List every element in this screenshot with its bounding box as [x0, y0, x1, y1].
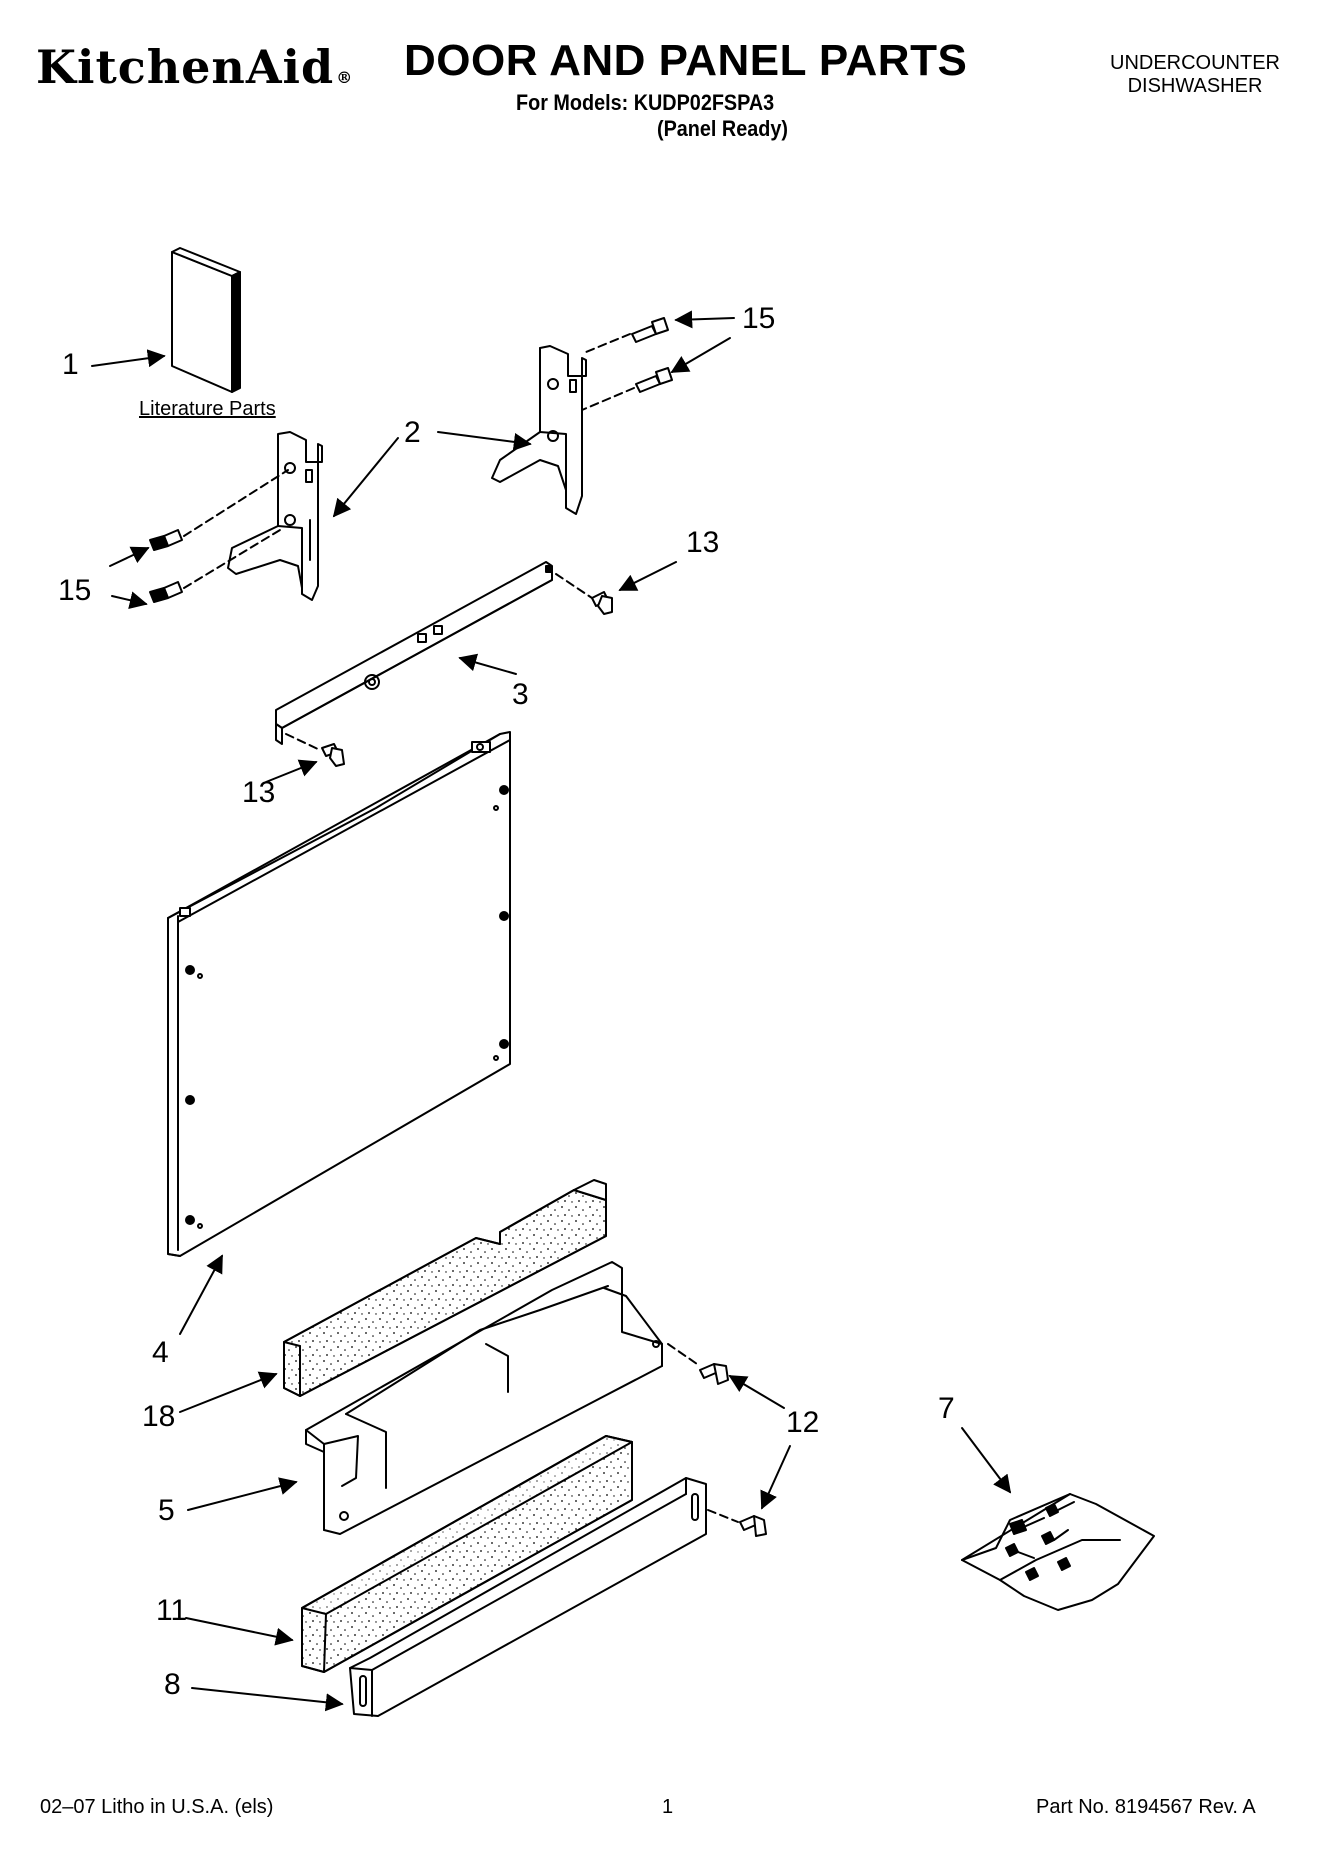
leader-11: [185, 1617, 294, 1646]
callout-1: 1: [62, 348, 79, 381]
dash-12a: [667, 1343, 701, 1367]
appliance-category: UNDERCOUNTER DISHWASHER: [1090, 52, 1300, 98]
callout-11: 11: [156, 1594, 188, 1627]
leader-13b: [265, 759, 318, 783]
callout-3: 3: [512, 678, 529, 711]
screw-13-right: [591, 591, 613, 615]
screw-12-lower: [739, 1515, 767, 1537]
callout-13-upper: 13: [686, 526, 720, 559]
dash-13b: [285, 733, 321, 751]
leader-15a: [674, 310, 735, 329]
callout-15-left: 15: [58, 574, 92, 607]
callout-15-right: 15: [742, 302, 776, 335]
leader-7: [961, 1427, 1012, 1494]
footer-part-number: Part No. 8194567 Rev. A: [1036, 1796, 1256, 1818]
literature-booklet: [171, 247, 241, 393]
category-line-1: UNDERCOUNTER: [1110, 52, 1280, 74]
category-line-2: DISHWASHER: [1127, 75, 1263, 97]
screw-13-left: [321, 743, 345, 767]
dash-15b: [183, 469, 289, 537]
leader-1: [91, 349, 166, 368]
callout-12: 12: [786, 1406, 820, 1439]
leader-13a: [618, 561, 677, 591]
model-number: For Models: KUDP02FSPA3: [516, 90, 775, 115]
leader-3: [458, 653, 517, 675]
leader-2a: [437, 431, 532, 451]
callout-4: 4: [152, 1336, 169, 1369]
leader-15a2: [670, 337, 731, 373]
leader-2b: [332, 437, 399, 518]
screw-15-upper-left: [149, 529, 183, 551]
foam-block-lower: [301, 1435, 633, 1673]
dash-15b2: [183, 529, 281, 589]
leader-12b: [760, 1445, 791, 1510]
leader-15b2: [111, 591, 148, 610]
hardware-parts-bag: [961, 1493, 1155, 1611]
dash-13a: [555, 573, 593, 599]
dash-12b: [707, 1509, 739, 1523]
door-panel: [167, 731, 511, 1257]
hinge-bracket-left: [227, 431, 323, 601]
callout-18: 18: [142, 1400, 176, 1433]
toe-kick-bracket: [305, 1261, 663, 1535]
footer-page-number: 1: [662, 1796, 674, 1818]
screw-15-lower-right: [635, 367, 673, 393]
leader-5: [187, 1477, 298, 1511]
screw-15-lower-left: [149, 581, 183, 603]
footer-litho: 02–07 Litho in U.S.A. (els): [40, 1796, 274, 1818]
leader-8: [191, 1687, 344, 1712]
screw-15-upper-right: [631, 317, 669, 343]
leader-18: [179, 1371, 278, 1413]
callout-13-lower: 13: [242, 776, 276, 809]
foam-strip-upper: [283, 1179, 607, 1397]
top-channel-rail: [275, 561, 553, 745]
dash-15a: [585, 333, 631, 353]
leader-12a: [728, 1375, 785, 1409]
callout-2: 2: [404, 416, 421, 449]
page-title: DOOR AND PANEL PARTS: [404, 36, 968, 85]
toe-kick-trim: [349, 1477, 707, 1717]
brand-name: KitchenAid: [36, 40, 335, 94]
model-variant: (Panel Ready): [657, 116, 788, 141]
leader-4: [179, 1254, 223, 1335]
brand-registered-mark: ®: [336, 68, 354, 87]
callout-7: 7: [938, 1392, 955, 1425]
dash-15a2: [581, 387, 635, 411]
brand-logo: KitchenAid®: [36, 40, 353, 94]
screw-12-upper: [699, 1363, 729, 1385]
literature-parts-label: Literature Parts: [139, 398, 276, 420]
callout-5: 5: [158, 1494, 175, 1527]
hinge-bracket-right: [491, 345, 587, 515]
leader-15b: [109, 546, 150, 567]
callout-8: 8: [164, 1668, 181, 1701]
